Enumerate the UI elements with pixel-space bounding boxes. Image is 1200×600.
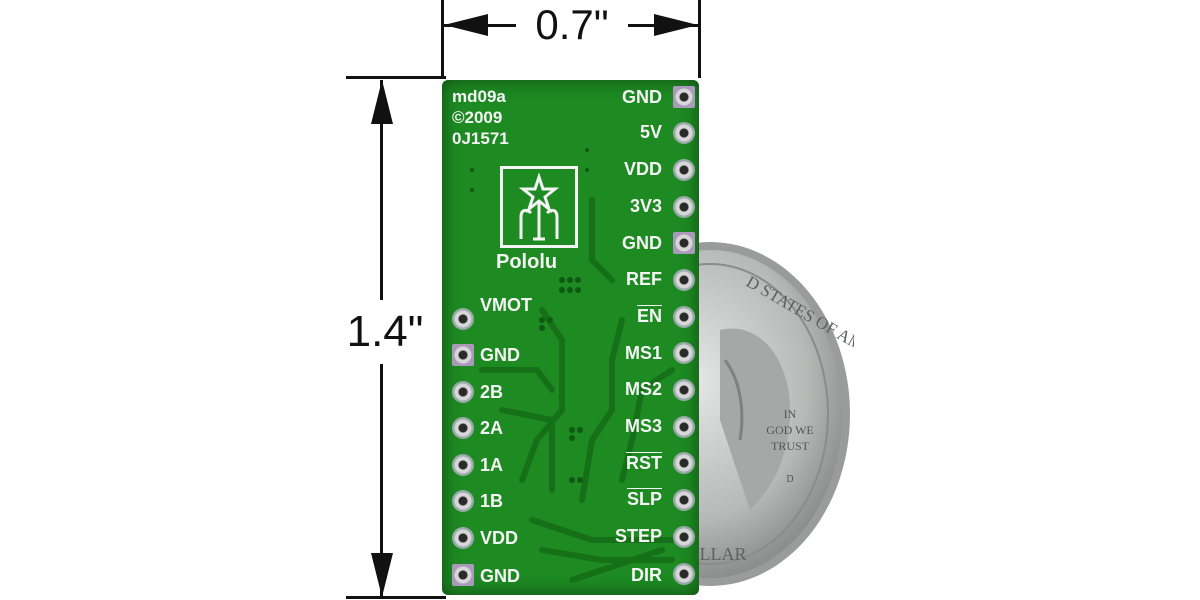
pin-label-gnd-left-1: GND bbox=[480, 345, 520, 365]
pin-pad bbox=[673, 452, 695, 474]
pin-pad bbox=[673, 526, 695, 548]
pin-label-en: EN bbox=[636, 306, 662, 326]
pin-label-ref: REF bbox=[626, 269, 662, 289]
driver-board bbox=[442, 80, 699, 595]
arrow-up-icon bbox=[371, 80, 393, 124]
pin-pad bbox=[452, 564, 474, 586]
pin-pad bbox=[452, 527, 474, 549]
pololu-logo bbox=[500, 166, 578, 248]
coin-motto-1: IN bbox=[784, 407, 797, 421]
arrow-left-icon bbox=[444, 14, 488, 36]
pin-label-gnd-right-2: GND bbox=[622, 233, 662, 253]
logo-text: Pololu bbox=[496, 251, 558, 273]
board-copyright: ©2009 bbox=[452, 108, 503, 127]
pin-pad bbox=[673, 489, 695, 511]
board-code: 0J1571 bbox=[452, 129, 509, 148]
coin-motto-3: TRUST bbox=[771, 439, 810, 453]
pin-pad bbox=[673, 306, 695, 328]
arrow-down-icon bbox=[371, 553, 393, 597]
pcb-traces bbox=[470, 148, 675, 583]
pin-label-3v3: 3V3 bbox=[629, 196, 662, 216]
coin-motto-2: GOD WE bbox=[766, 423, 813, 437]
pin-pad bbox=[452, 454, 474, 476]
pin-label-vdd-right: VDD bbox=[623, 159, 662, 179]
pin-pad bbox=[452, 344, 474, 366]
pin-label-5v: 5V bbox=[639, 122, 662, 142]
pin-pad bbox=[673, 342, 695, 364]
height-dimension-top-extension bbox=[346, 76, 446, 79]
pin-pad bbox=[673, 232, 695, 254]
pin-pad bbox=[452, 490, 474, 512]
pin-pad bbox=[452, 417, 474, 439]
pin-label-ms1: MS1 bbox=[624, 343, 662, 363]
pin-pad bbox=[673, 379, 695, 401]
width-dimension-left-extension bbox=[441, 0, 444, 78]
pin-label-vdd-left: VDD bbox=[480, 528, 519, 548]
pin-pad bbox=[673, 159, 695, 181]
pin-label-ms2: MS2 bbox=[624, 379, 662, 399]
pin-pad bbox=[452, 381, 474, 403]
pin-label-gnd-right-1: GND bbox=[622, 87, 662, 107]
pin-label-slp: SLP bbox=[626, 489, 662, 509]
width-dimension-right-extension bbox=[698, 0, 701, 78]
pin-label-1a: 1A bbox=[480, 455, 504, 475]
pin-label-1b: 1B bbox=[480, 491, 504, 511]
pololu-logo-icon bbox=[518, 172, 560, 241]
pin-label-gnd-left-2: GND bbox=[480, 566, 520, 586]
pin-label-2b: 2B bbox=[480, 382, 504, 402]
pin-label-vmot: VMOT bbox=[480, 295, 532, 315]
width-dimension-label: 0.7" bbox=[516, 0, 628, 50]
pin-label-dir: DIR bbox=[631, 565, 662, 585]
pin-pad bbox=[673, 86, 695, 108]
pin-pad bbox=[673, 269, 695, 291]
pin-label-step: STEP bbox=[614, 526, 662, 546]
pin-pad bbox=[673, 563, 695, 585]
coin-mint-mark: D bbox=[786, 474, 793, 485]
pin-pad bbox=[452, 308, 474, 330]
pin-pad bbox=[673, 196, 695, 218]
pin-label-rst: RST bbox=[626, 453, 662, 473]
board-part-number: md09a bbox=[452, 87, 506, 106]
pin-pad bbox=[673, 122, 695, 144]
pin-label-2a: 2A bbox=[480, 418, 504, 438]
arrow-right-icon bbox=[654, 14, 698, 36]
height-dimension-label: 1.4" bbox=[335, 300, 435, 364]
height-dimension-bottom-extension bbox=[346, 596, 446, 599]
pin-label-ms3: MS3 bbox=[624, 416, 662, 436]
pin-pad bbox=[673, 416, 695, 438]
